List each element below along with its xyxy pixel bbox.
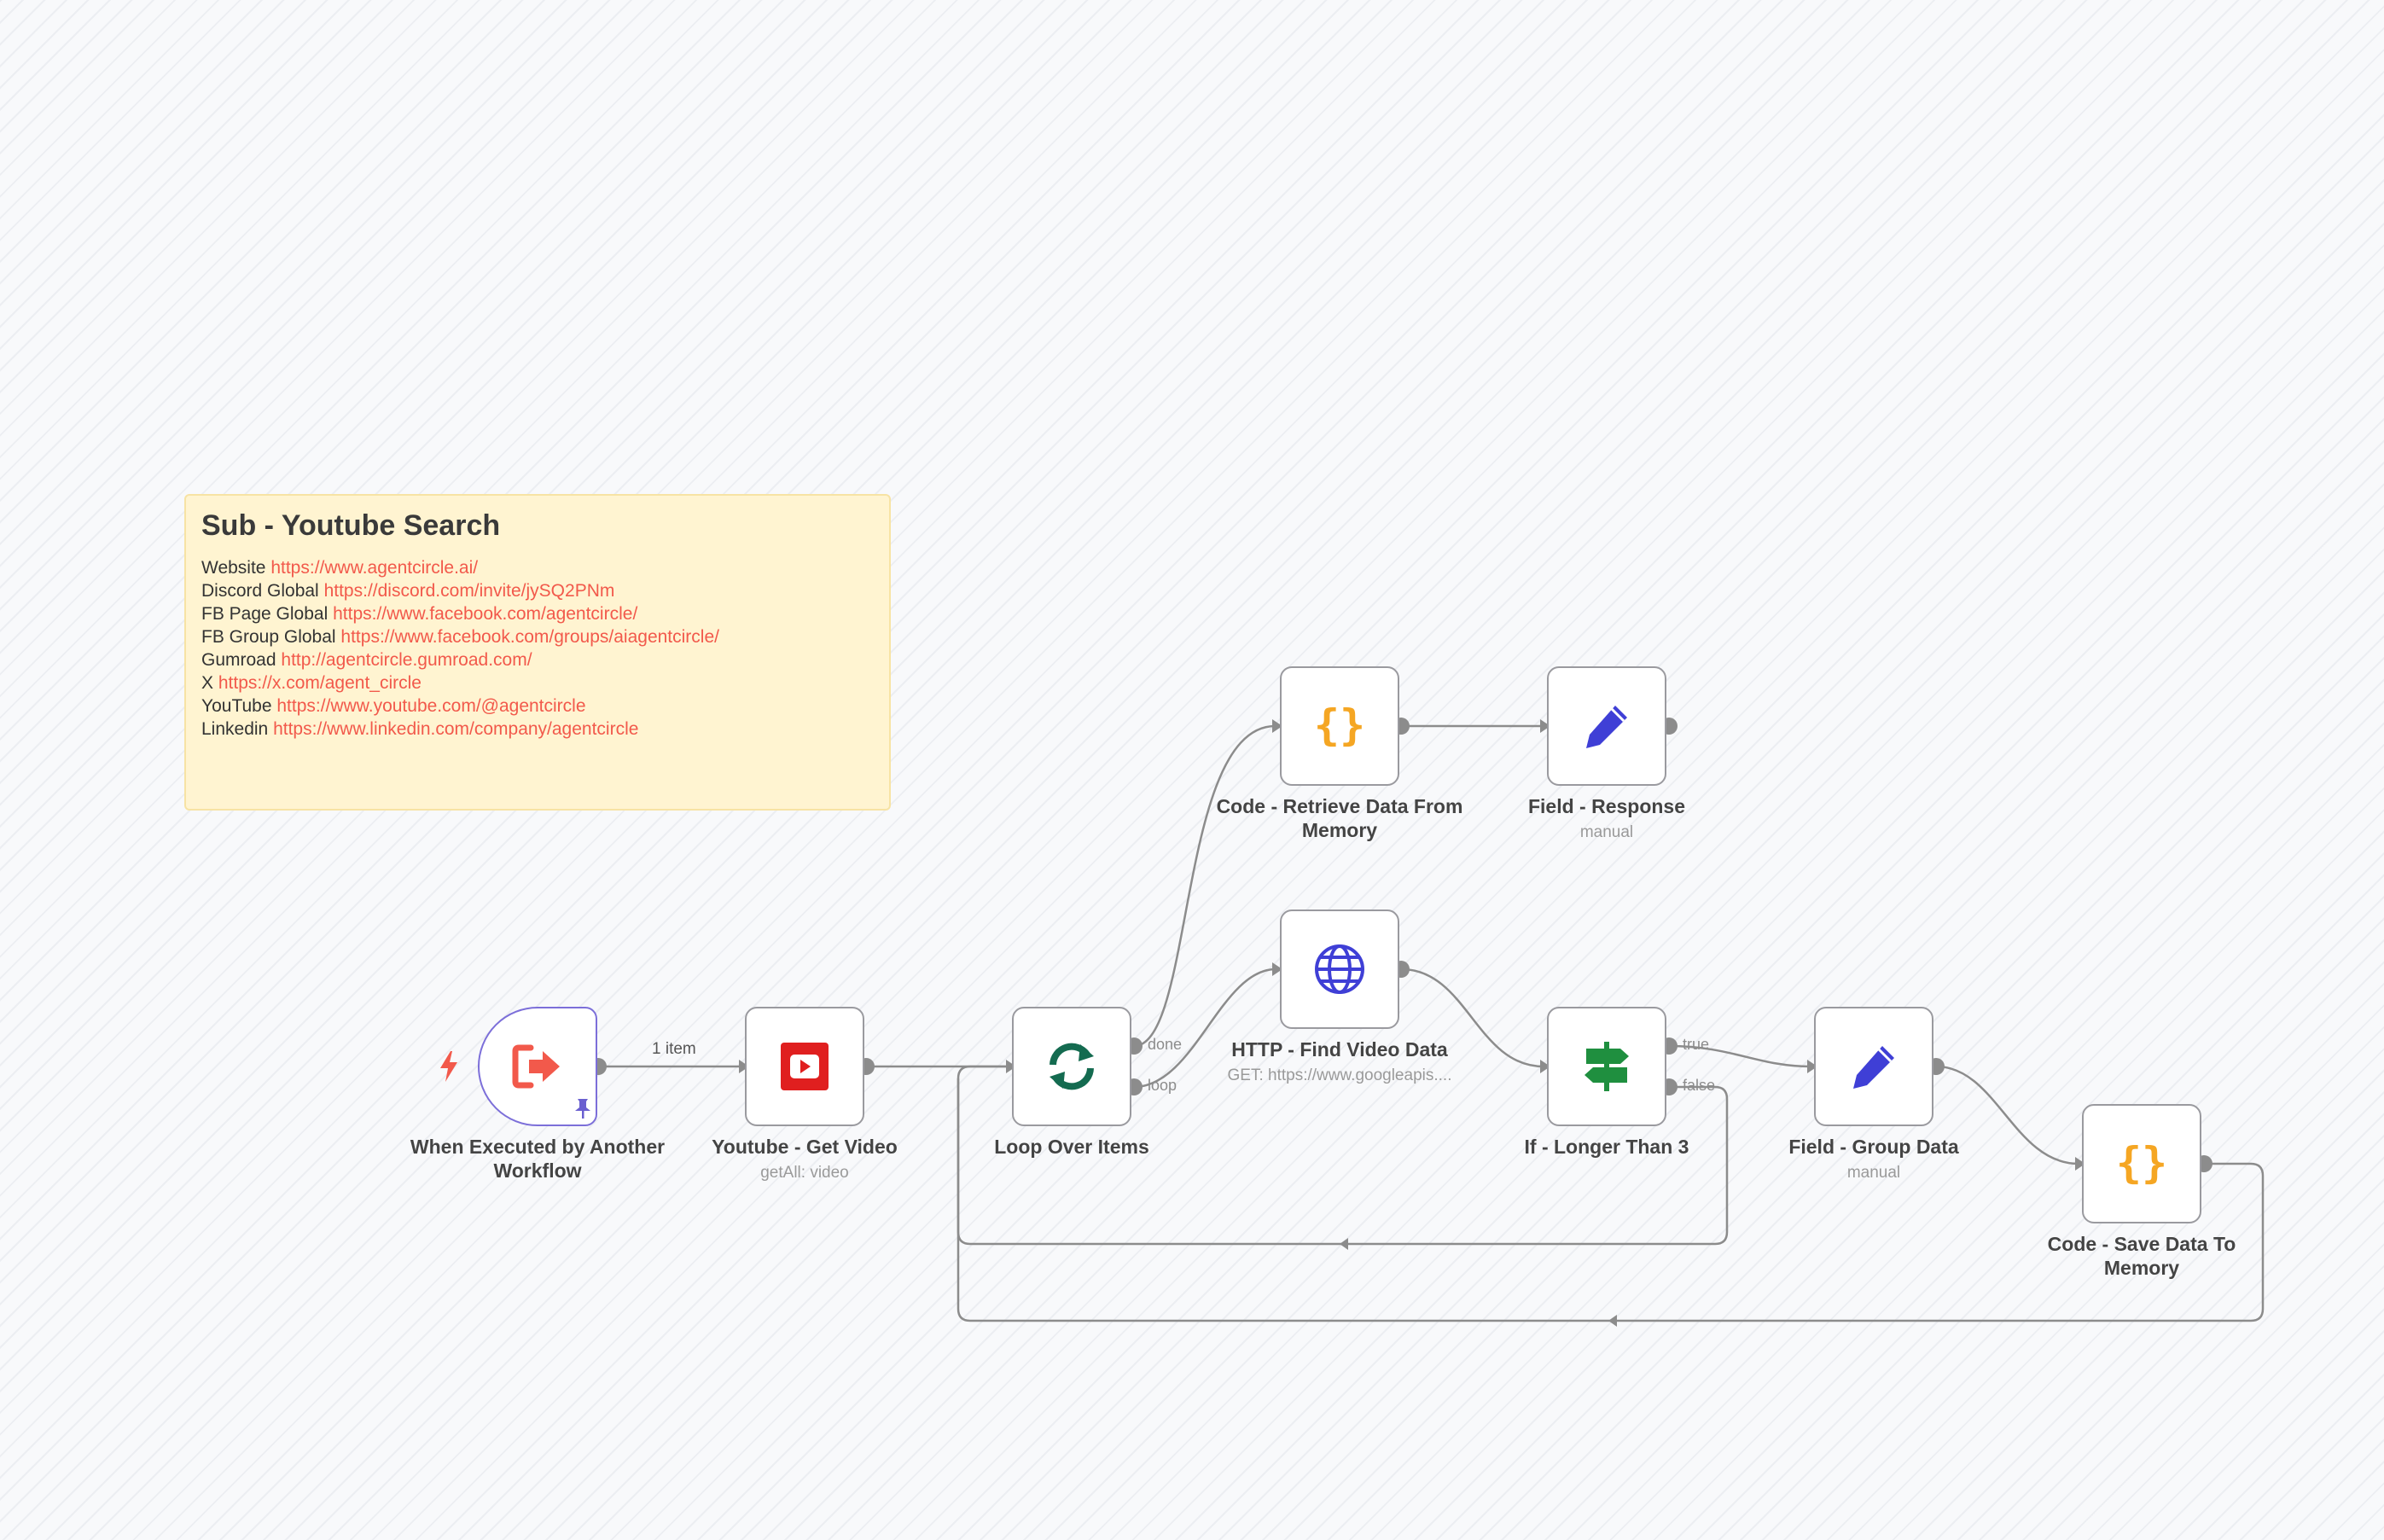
pin-icon xyxy=(575,1099,590,1119)
link-x[interactable]: https://x.com/agent_circle xyxy=(218,673,422,693)
svg-text:{}: {} xyxy=(1314,700,1365,750)
node-field-response[interactable] xyxy=(1547,666,1666,786)
link-linkedin[interactable]: https://www.linkedin.com/company/agentci… xyxy=(273,719,639,739)
node-subtitle-youtube: getAll: video xyxy=(760,1164,849,1182)
node-field-group[interactable] xyxy=(1814,1007,1933,1126)
link-row-discord: Discord Global https://discord.com/invit… xyxy=(201,581,615,601)
node-loop-over-items[interactable] xyxy=(1012,1007,1131,1126)
back-arrow-2 xyxy=(1608,1315,1617,1327)
link-row-gumroad: Gumroad http://agentcircle.gumroad.com/ xyxy=(201,650,532,670)
edge-code-save-loop-back xyxy=(957,1078,2265,1322)
edge-item-count: 1 item xyxy=(652,1040,696,1058)
node-http-find-video[interactable] xyxy=(1280,909,1399,1029)
lightning-icon xyxy=(440,1051,457,1082)
back-arrow-1 xyxy=(1340,1238,1348,1250)
link-website[interactable]: https://www.agentcircle.ai/ xyxy=(270,558,479,578)
pencil-icon xyxy=(1586,706,1627,748)
node-subtitle-http: GET: https://www.googleapis.... xyxy=(1227,1066,1452,1084)
port-label-loop: loop xyxy=(1148,1077,1177,1094)
code-braces-icon: {} xyxy=(1314,700,1365,750)
sticky-title: Sub - Youtube Search xyxy=(201,509,501,542)
exit-arrow-icon xyxy=(512,1044,560,1089)
node-label-field-response: Field - Response xyxy=(1527,795,1686,817)
port-label-true: true xyxy=(1683,1036,1710,1053)
globe-icon xyxy=(1315,944,1364,994)
node-code-retrieve[interactable]: {} xyxy=(1280,666,1399,786)
svg-text:{}: {} xyxy=(2116,1138,2167,1188)
node-label-field-group: Field - Group Data xyxy=(1788,1136,1959,1158)
node-subtitle-field-group: manual xyxy=(1846,1164,1901,1182)
node-label-http: HTTP - Find Video Data xyxy=(1231,1038,1448,1061)
link-fb-page[interactable]: https://www.facebook.com/agentcircle/ xyxy=(333,604,638,624)
link-row-fb-page: FB Page Global https://www.facebook.com/… xyxy=(201,604,638,624)
edge-http-if xyxy=(1400,968,1544,1068)
pencil-icon xyxy=(1853,1046,1894,1089)
youtube-icon xyxy=(781,1043,829,1090)
link-gumroad[interactable]: http://agentcircle.gumroad.com/ xyxy=(281,650,532,670)
node-if-longer[interactable] xyxy=(1547,1007,1666,1126)
edge-field-group-code-save xyxy=(1935,1065,2079,1165)
node-label-when-executed: When Executed by Another Workflow xyxy=(410,1136,666,1182)
link-discord[interactable]: https://discord.com/invite/jySQ2PNm xyxy=(323,581,615,601)
link-row-youtube: YouTube https://www.youtube.com/@agentci… xyxy=(201,696,586,716)
link-row-linkedin: Linkedin https://www.linkedin.com/compan… xyxy=(201,719,639,739)
edge-loop-http xyxy=(1133,968,1276,1089)
link-fb-group[interactable]: https://www.facebook.com/groups/aiagentc… xyxy=(340,627,719,647)
node-label-youtube: Youtube - Get Video xyxy=(712,1136,898,1158)
node-label-code-retrieve: Code - Retrieve Data From Memory xyxy=(1216,795,1463,841)
sticky-note[interactable]: Sub - Youtube Search Website https://www… xyxy=(184,494,891,811)
node-label-if: If - Longer Than 3 xyxy=(1524,1136,1689,1158)
node-youtube-get-video[interactable] xyxy=(745,1007,864,1126)
signpost-icon xyxy=(1584,1042,1629,1091)
link-youtube[interactable]: https://www.youtube.com/@agentcircle xyxy=(276,696,586,716)
edge-loop-done-code-retrieve xyxy=(1133,724,1276,1048)
port-label-false: false xyxy=(1683,1077,1716,1094)
link-row-fb-group: FB Group Global https://www.facebook.com… xyxy=(201,627,719,647)
node-subtitle-field-response: manual xyxy=(1579,823,1634,841)
link-row-x: X https://x.com/agent_circle xyxy=(201,673,422,693)
code-braces-icon: {} xyxy=(2116,1138,2167,1188)
refresh-icon xyxy=(1050,1043,1094,1090)
edge-if-true-field-group xyxy=(1668,1044,1811,1068)
node-label-loop: Loop Over Items xyxy=(994,1136,1149,1158)
node-code-save[interactable]: {} xyxy=(2082,1104,2201,1223)
link-row-website: Website https://www.agentcircle.ai/ xyxy=(201,558,479,578)
port-label-done: done xyxy=(1148,1036,1183,1053)
node-label-code-save: Code - Save Data To Memory xyxy=(2047,1233,2236,1279)
node-when-executed[interactable] xyxy=(478,1007,597,1126)
